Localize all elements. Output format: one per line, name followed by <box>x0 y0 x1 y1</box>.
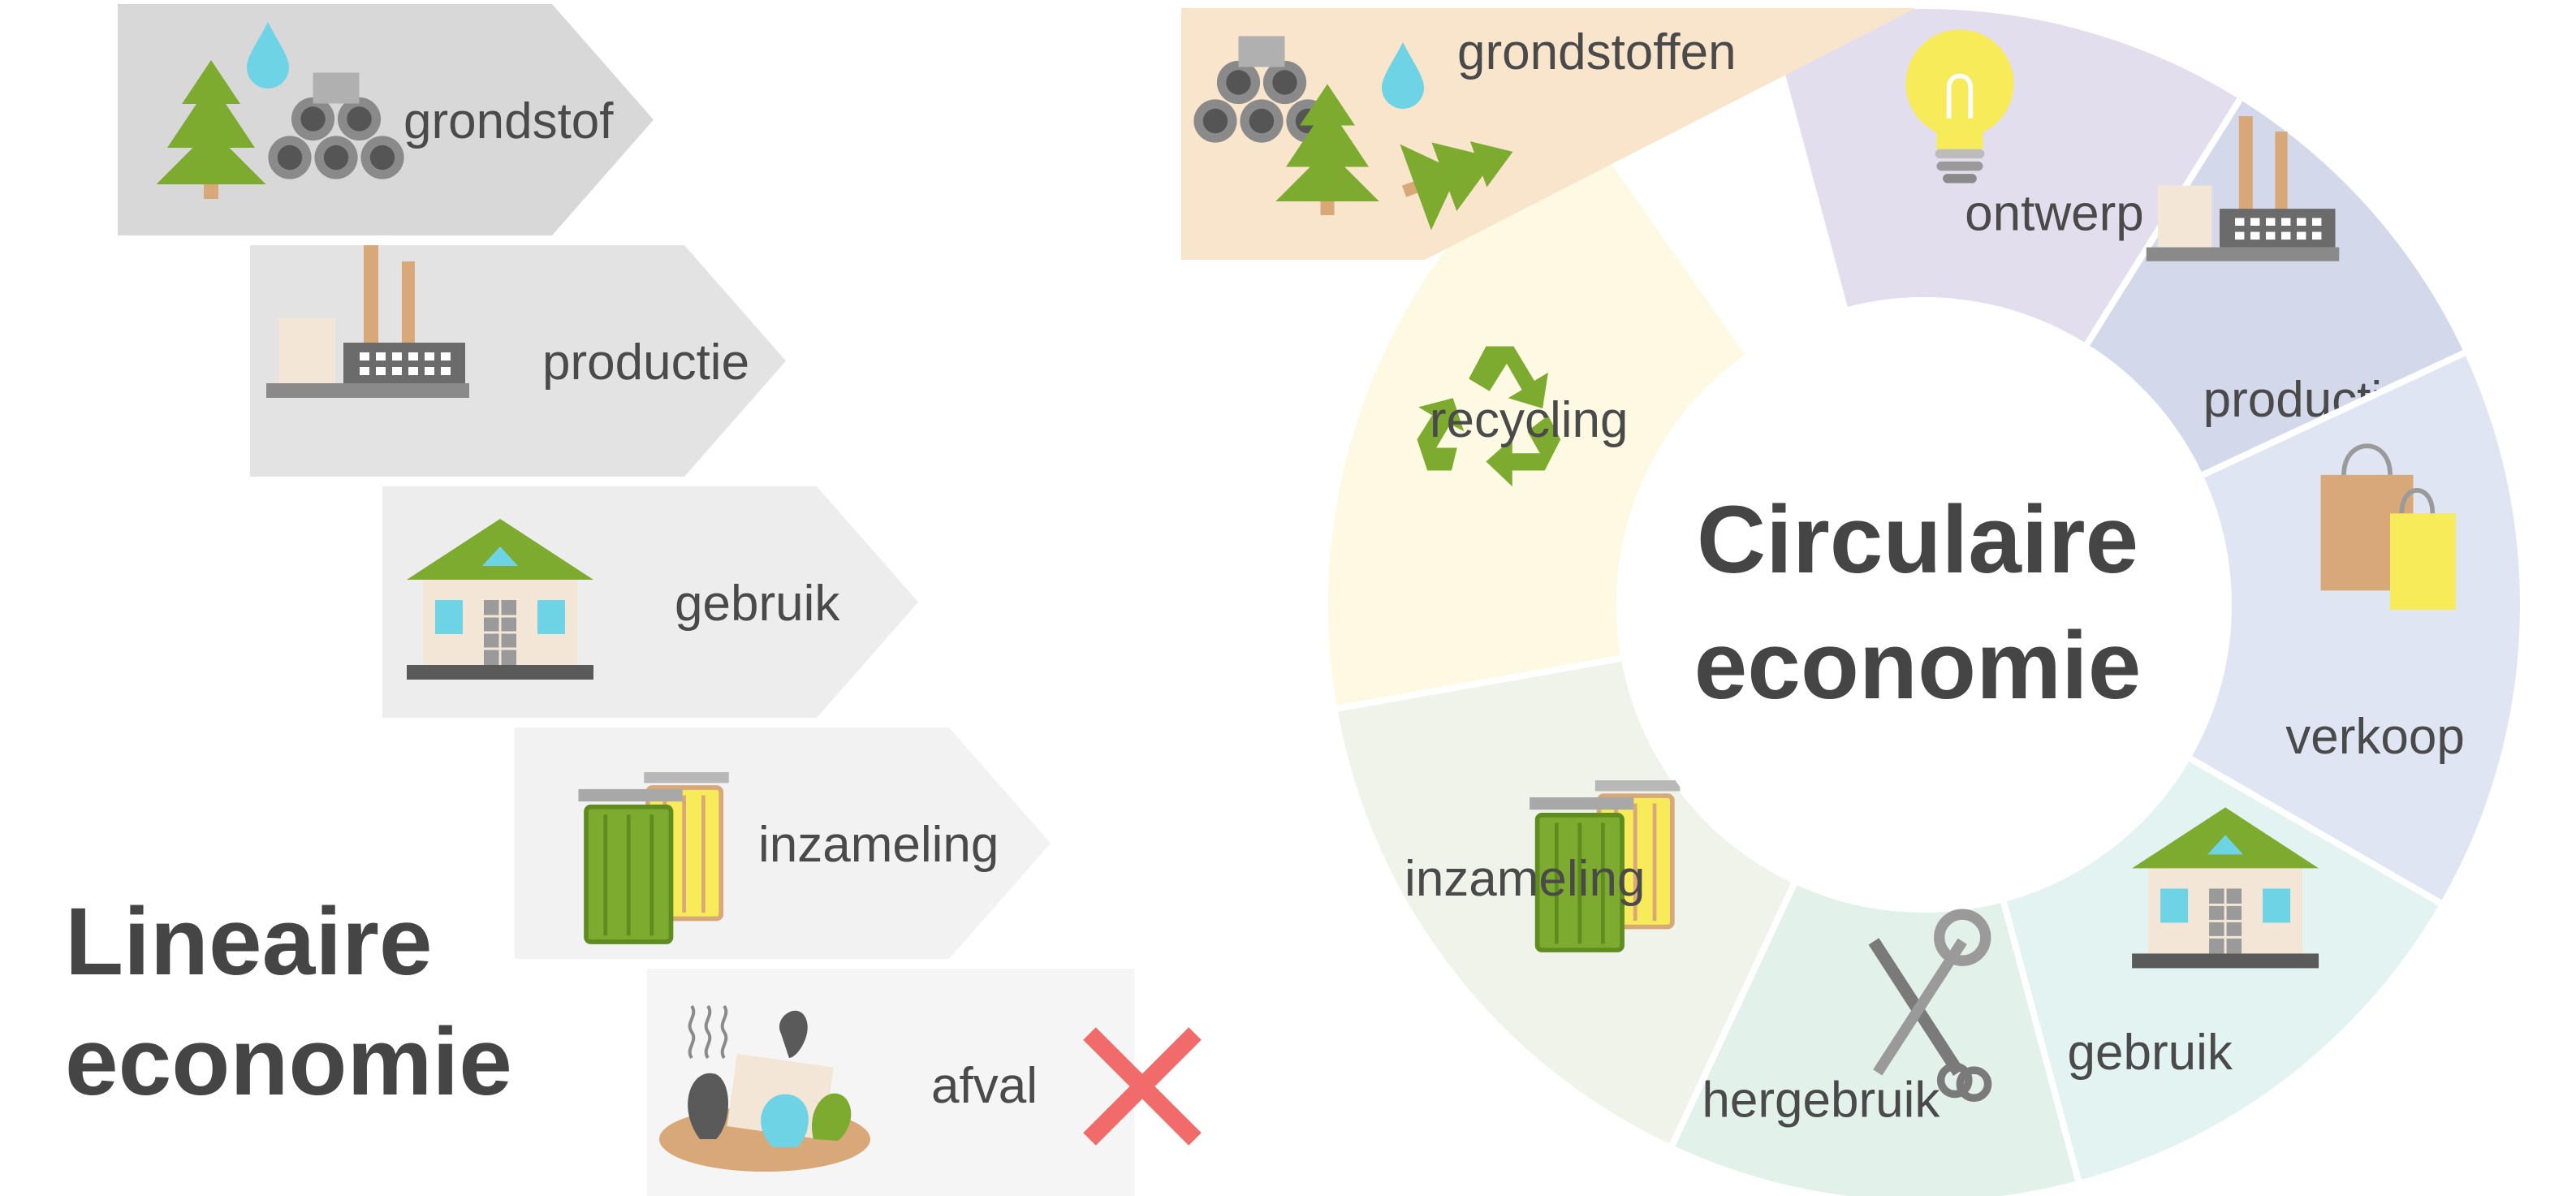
circular-title-line2: economie <box>1694 612 2142 719</box>
circular-segment-gebruik: gebruik <box>1999 753 2448 1188</box>
linear-step-4: inzameling <box>515 728 1051 959</box>
circular-title-line1: Circulaire <box>1697 486 2138 594</box>
linear-step-1: grondstof <box>118 4 654 235</box>
bins-icon <box>579 772 729 942</box>
linear-step-shape <box>250 245 786 477</box>
linear-step-label: grondstof <box>403 93 614 149</box>
linear-step-5: afval <box>647 969 1195 1196</box>
raw-materials-box: grondstoffen <box>1181 8 1916 260</box>
center-circle <box>1620 300 2229 909</box>
linear-step-label: afval <box>931 1058 1038 1114</box>
linear-economy-flow: grondstof productie gebruik inzameling afval <box>118 4 1195 1196</box>
linear-step-label: gebruik <box>675 576 840 632</box>
segment-label: ontwerp <box>1965 185 2144 241</box>
segment-label: gebruik <box>2068 1025 2233 1081</box>
linear-step-3: gebruik <box>382 486 918 718</box>
linear-step-label: productie <box>542 335 749 391</box>
raw-materials-label: grondstoffen <box>1457 24 1737 80</box>
linear-title-line1: Lineaire <box>65 888 433 995</box>
circular-segment-ontwerp: ontwerp <box>1765 2 2246 352</box>
circular-segment-hergebruik: hergebruik <box>1666 876 2083 1196</box>
segment-label: inzameling <box>1405 851 1645 907</box>
segment-label: hergebruik <box>1702 1073 1940 1129</box>
linear-step-2: productie <box>250 245 786 477</box>
segment-label: recycling <box>1430 392 1629 448</box>
circular-economy-ring: ontwerpproductieverkoopgebruikhergebruik… <box>1322 2 2526 1196</box>
linear-title-line2: economie <box>65 1008 512 1116</box>
linear-step-label: inzameling <box>758 817 999 873</box>
segment-label: verkoop <box>2285 709 2465 765</box>
